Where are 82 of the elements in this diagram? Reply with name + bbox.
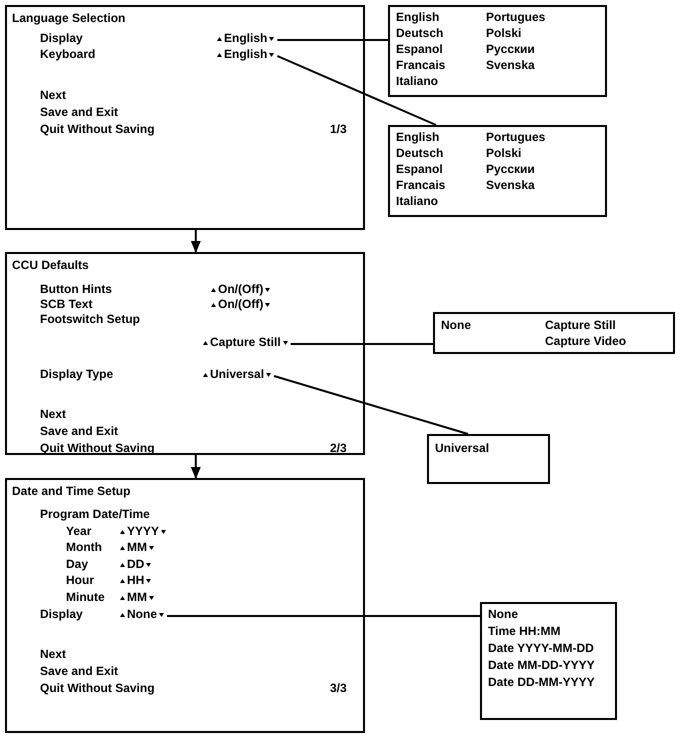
option-text: Capture Still	[545, 318, 616, 332]
option-list	[433, 312, 675, 354]
menu-item: Next	[40, 407, 66, 421]
option-text: Capture Video	[545, 334, 626, 348]
menu-item: 1/3	[330, 122, 347, 136]
menu-item: Keyboard	[40, 47, 96, 61]
menu-item: Next	[40, 88, 66, 102]
option-text: Time HH:MM	[488, 624, 560, 638]
menu-item: 3/3	[330, 681, 347, 695]
menu-item: Program Date/Time	[40, 507, 150, 521]
menu-item: Button Hints	[40, 282, 112, 296]
option-text: Deutsch	[396, 146, 444, 160]
menu-item: Display	[40, 607, 83, 621]
menu-item: Year	[66, 524, 92, 538]
menu-item: 2/3	[330, 441, 347, 455]
leader-line	[274, 375, 468, 435]
setting-value: On/(Off)	[218, 282, 264, 296]
screen-panel	[5, 478, 365, 733]
option-text: Polski	[486, 26, 522, 40]
option-text: Руcскии	[486, 42, 535, 56]
option-list	[388, 5, 607, 97]
setting-value: MM	[127, 590, 147, 604]
menu-item: Hour	[66, 573, 94, 587]
menu-item: Minute	[66, 590, 105, 604]
option-text: Francais	[396, 178, 446, 192]
option-text: Date DD-MM-YYYY	[488, 675, 595, 689]
option-text: Portugues	[486, 10, 546, 24]
leader-line	[276, 55, 436, 126]
setting-value: English	[224, 31, 268, 45]
menu-item: Save and Exit	[40, 664, 118, 678]
menu-item: SCB Text	[40, 297, 92, 311]
setting-value: On/(Off)	[218, 297, 264, 311]
setting-value: English	[224, 47, 268, 61]
option-text: Svenska	[486, 178, 535, 192]
option-text: Polski	[486, 146, 522, 160]
screen-title: Language Selection	[12, 11, 126, 25]
leader-line	[167, 615, 480, 617]
option-text: Date YYYY-MM-DD	[488, 641, 594, 655]
option-text: English	[396, 130, 440, 144]
screen-title: Date and Time Setup	[12, 484, 130, 498]
option-list	[427, 434, 550, 484]
setting-value: Capture Still	[210, 335, 281, 349]
menu-item: Display Type	[40, 367, 114, 381]
leader-line	[277, 39, 388, 41]
option-text: Francais	[396, 58, 446, 72]
leader-line	[290, 343, 433, 345]
setting-value: DD	[127, 557, 144, 571]
option-text: None	[441, 318, 471, 332]
option-text: Espanol	[396, 162, 443, 176]
menu-item: Quit Without Saving	[40, 122, 155, 136]
menu-item: Day	[66, 557, 88, 571]
setting-value: Universal	[210, 367, 264, 381]
setting-value: None	[127, 607, 157, 621]
menu-item: Quit Without Saving	[40, 441, 155, 455]
option-text: Date MM-DD-YYYY	[488, 658, 595, 672]
setting-value: MM	[127, 540, 147, 554]
arrow	[190, 230, 201, 253]
menu-item: Next	[40, 647, 66, 661]
option-text: English	[396, 10, 440, 24]
menu-item: Save and Exit	[40, 105, 118, 119]
setting-value: HH	[127, 573, 144, 587]
screen-panel	[5, 5, 365, 230]
option-list	[388, 125, 607, 217]
screen-title: CCU Defaults	[12, 258, 89, 272]
option-text: Universal	[435, 441, 490, 455]
option-text: None	[488, 607, 518, 621]
screen-panel	[5, 252, 365, 455]
option-text: Svenska	[486, 58, 535, 72]
menu-item: Month	[66, 540, 102, 554]
menu-item: Save and Exit	[40, 424, 118, 438]
option-list	[480, 602, 617, 720]
menu-item: Display	[40, 31, 83, 45]
arrow	[190, 455, 201, 479]
menu-item: Quit Without Saving	[40, 681, 155, 695]
option-text: Руcскии	[486, 162, 535, 176]
option-text: Deutsch	[396, 26, 444, 40]
menu-item: Footswitch Setup	[40, 312, 140, 326]
setting-value: YYYY	[127, 524, 160, 538]
option-text: Portugues	[486, 130, 546, 144]
option-text: Italiano	[396, 194, 438, 208]
option-text: Espanol	[396, 42, 443, 56]
option-text: Italiano	[396, 74, 438, 88]
